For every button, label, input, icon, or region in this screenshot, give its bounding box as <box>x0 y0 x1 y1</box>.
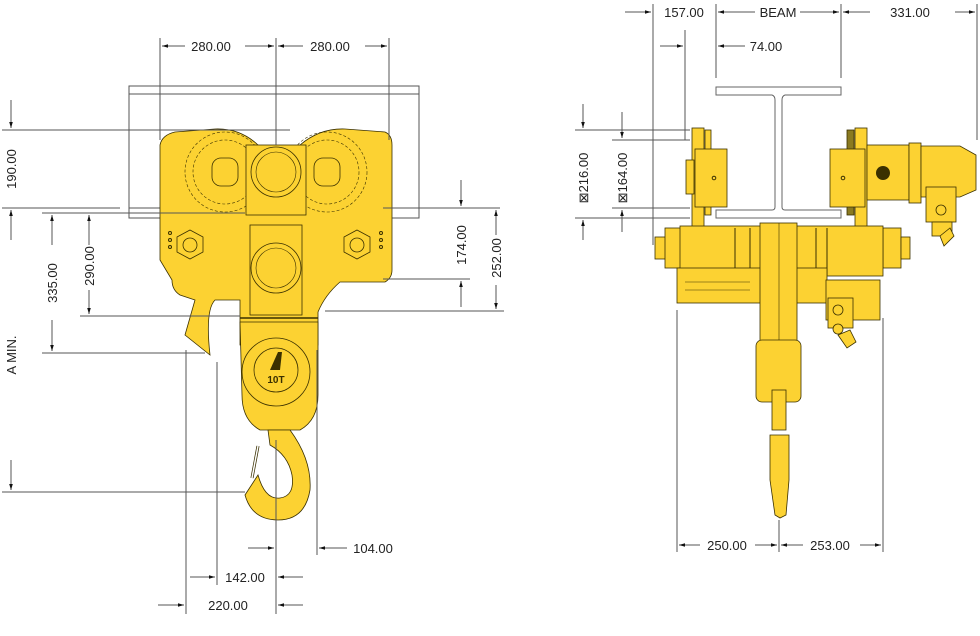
dim-right-252: 252.00 <box>489 238 504 278</box>
hook <box>244 429 311 521</box>
i-beam <box>715 86 842 219</box>
capacity-label: 10T <box>267 375 284 386</box>
dim-left-290: 290.00 <box>82 246 97 286</box>
side-dimensions: 157.00 BEAM 331.00 74.00 ⊠216.00 ⊠164.00 <box>575 4 978 553</box>
dim-bottom-250: 250.00 <box>707 538 747 553</box>
dim-beam: BEAM <box>760 5 797 20</box>
dim-top-331: 331.00 <box>890 5 930 20</box>
side-view: 157.00 BEAM 331.00 74.00 ⊠216.00 ⊠164.00 <box>575 4 978 553</box>
front-dimensions: 280.00 280.00 190.00 A MIN. 335.00 290.0… <box>2 38 504 614</box>
dim-top-157: 157.00 <box>664 5 704 20</box>
dim-bottom-220: 220.00 <box>208 598 248 613</box>
dim-bottom-253: 253.00 <box>810 538 850 553</box>
dim-left-216: ⊠216.00 <box>576 153 591 204</box>
dim-bottom-104: 104.00 <box>353 541 393 556</box>
dim-a-min: A MIN. <box>4 335 19 374</box>
brand-logo-icon <box>270 352 282 370</box>
left-axle-nut <box>654 236 667 260</box>
dim-top-left: 280.00 <box>191 39 231 54</box>
dim-left-335: 335.00 <box>45 263 60 303</box>
dim-top-right: 280.00 <box>310 39 350 54</box>
dim-left-190: 190.00 <box>4 149 19 189</box>
right-axle-nut <box>882 227 902 269</box>
hook-block <box>239 321 319 431</box>
dim-top-74: 74.00 <box>750 39 783 54</box>
dim-left-164: ⊠164.00 <box>615 153 630 204</box>
hoist-motor-side <box>676 267 828 304</box>
hook-side <box>769 434 790 519</box>
front-view: 10T 280.00 280.00 190.00 <box>2 38 504 614</box>
dim-right-174: 174.00 <box>454 225 469 265</box>
dim-bottom-142: 142.00 <box>225 570 265 585</box>
